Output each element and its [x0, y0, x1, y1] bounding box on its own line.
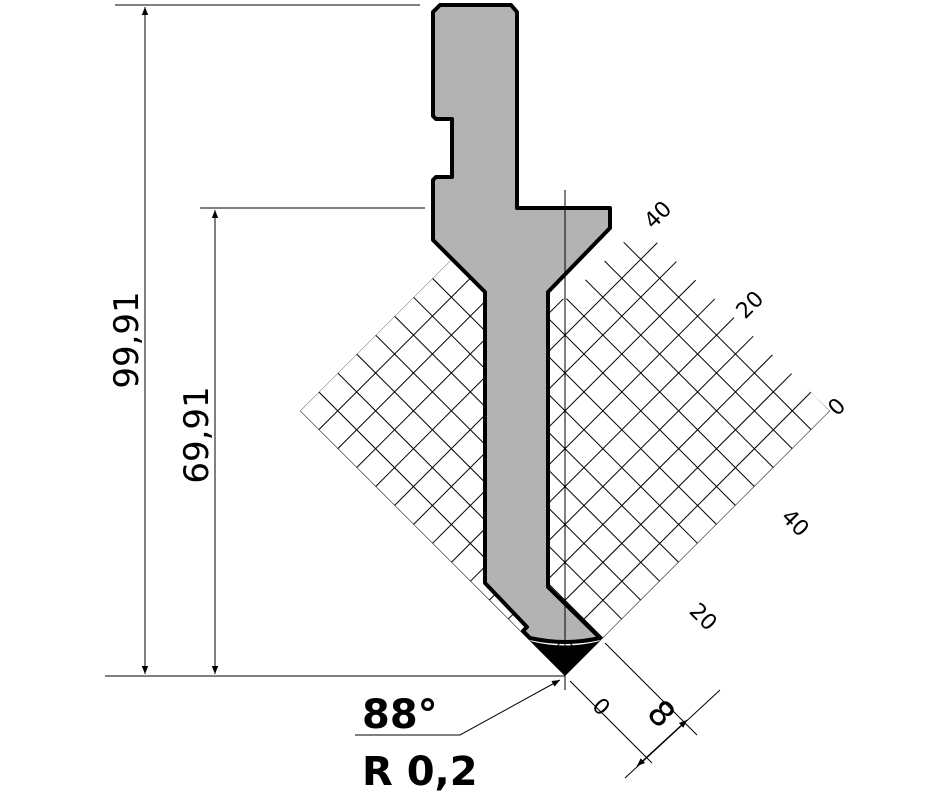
grid-label-upper-40: 40 — [640, 197, 677, 234]
tip-angle-label: 88° — [362, 692, 438, 738]
extension-lines — [105, 4, 721, 779]
working-height-label: 69,91 — [177, 386, 217, 483]
tip-radius-label: R 0,2 — [362, 749, 478, 795]
total-height-label: 99,91 — [107, 291, 147, 388]
grid-line — [318, 226, 585, 431]
grid-label-upper-0: 0 — [824, 394, 852, 422]
tip-zero-label: 0 — [587, 694, 615, 722]
grid-label-lower-20: 20 — [684, 599, 721, 636]
punch-profile — [431, 3, 612, 644]
grid-line — [545, 226, 812, 431]
grid-label-upper-20: 20 — [732, 287, 769, 324]
grid-label-lower-40: 40 — [776, 505, 813, 542]
